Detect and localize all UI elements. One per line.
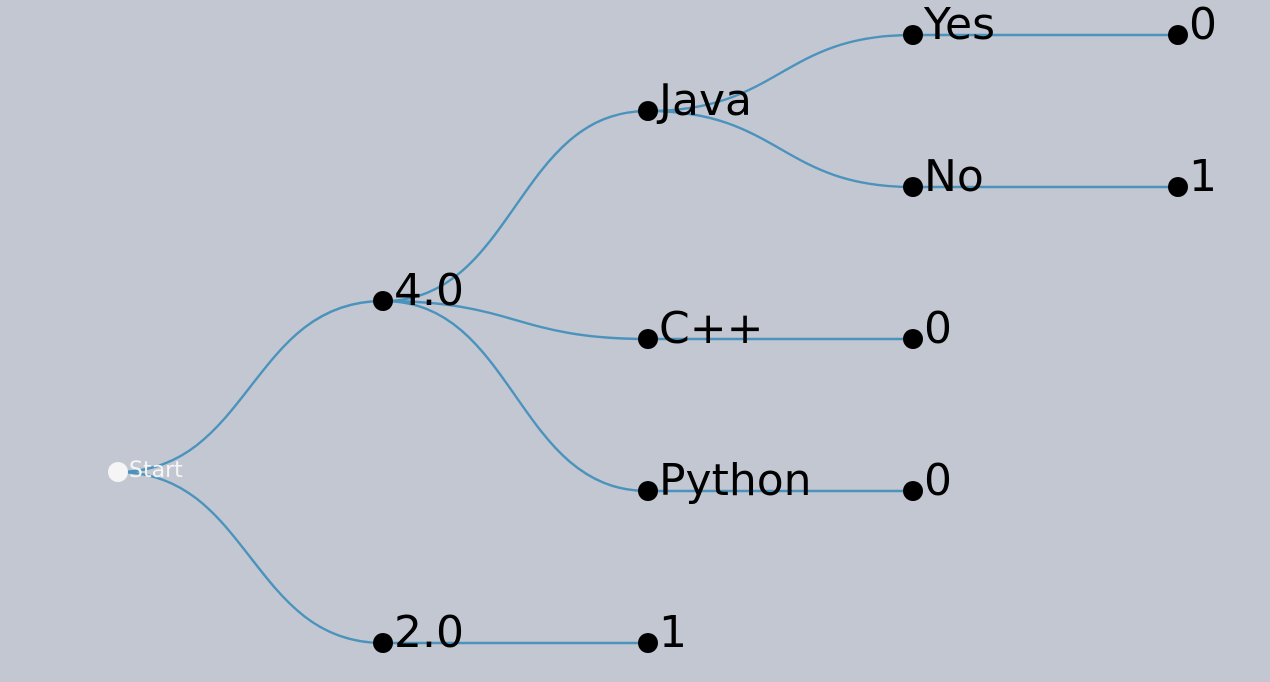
node-dot[interactable] xyxy=(903,25,923,45)
edge-start-to-2-0 xyxy=(117,470,384,645)
tree-node-python[interactable]: Python xyxy=(638,455,812,506)
edge-start-to-4-0 xyxy=(117,299,384,474)
node-label: 2.0 xyxy=(394,607,464,658)
tree-node-0[interactable]: 0 xyxy=(903,455,952,506)
tree-node-4-0[interactable]: 4.0 xyxy=(373,265,464,316)
tree-node-1[interactable]: 1 xyxy=(638,607,687,658)
node-label: 0 xyxy=(924,455,952,506)
tree-node-start[interactable]: Start xyxy=(108,458,183,483)
edge-4-0-to-java xyxy=(382,109,649,303)
node-dot[interactable] xyxy=(108,462,128,482)
node-dot[interactable] xyxy=(903,481,923,501)
tree-node-cplusplus[interactable]: C++ xyxy=(638,303,763,354)
tree-node-0[interactable]: 0 xyxy=(903,303,952,354)
node-label: Start xyxy=(129,458,183,483)
node-label: Yes xyxy=(923,0,995,50)
tree-node-java[interactable]: Java xyxy=(638,75,752,126)
node-dot[interactable] xyxy=(373,291,393,311)
tree-node-0[interactable]: 0 xyxy=(1168,0,1217,50)
node-dot[interactable] xyxy=(373,633,393,653)
tree-edges xyxy=(117,33,1178,645)
edge-4-0-to-python xyxy=(382,299,649,493)
node-label: Python xyxy=(659,455,812,506)
node-dot[interactable] xyxy=(638,329,658,349)
node-dot[interactable] xyxy=(1168,177,1188,197)
node-dot[interactable] xyxy=(638,101,658,121)
node-dot[interactable] xyxy=(903,329,923,349)
tree-node-2-0[interactable]: 2.0 xyxy=(373,607,464,658)
tree-node-1[interactable]: 1 xyxy=(1168,151,1217,202)
node-label: Java xyxy=(656,75,752,126)
edge-java-to-no xyxy=(647,109,914,189)
node-label: 0 xyxy=(924,303,952,354)
node-dot[interactable] xyxy=(1168,25,1188,45)
node-label: No xyxy=(924,151,984,202)
node-label: 0 xyxy=(1189,0,1217,50)
node-label: 1 xyxy=(659,607,687,658)
edge-4-0-to-cplusplus xyxy=(382,299,649,341)
tree-node-yes[interactable]: Yes xyxy=(903,0,995,50)
node-label: 4.0 xyxy=(394,265,464,316)
node-dot[interactable] xyxy=(638,633,658,653)
node-dot[interactable] xyxy=(638,481,658,501)
node-label: 1 xyxy=(1189,151,1217,202)
edge-java-to-yes xyxy=(647,33,914,113)
tree-node-no[interactable]: No xyxy=(903,151,984,202)
node-label: C++ xyxy=(659,303,763,354)
node-dot[interactable] xyxy=(903,177,923,197)
